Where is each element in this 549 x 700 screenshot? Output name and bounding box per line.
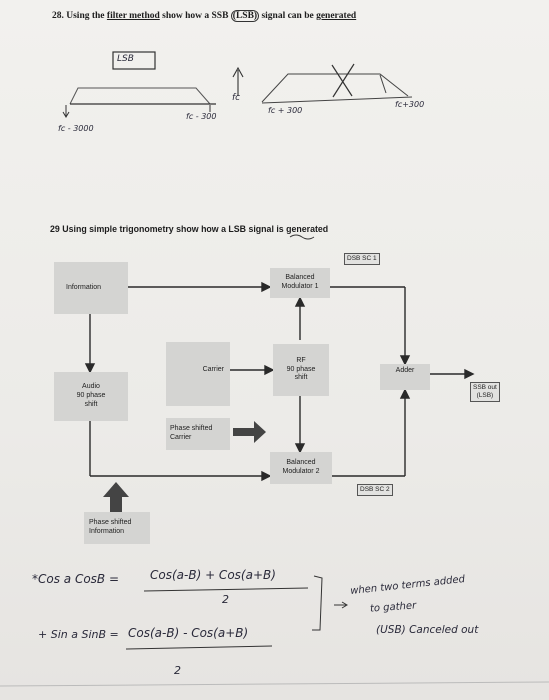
rf-label-1: RF: [296, 356, 306, 364]
balanced-modulator-2: Balanced Modulator 2: [270, 452, 332, 484]
carrier-block: Carrier: [166, 342, 230, 406]
carrier-label: Carrier: [202, 366, 224, 373]
phase-shifted-carrier-block: Phase shifted Carrier: [166, 418, 230, 450]
rf-phase-shift-block: RF 90 phase shift: [273, 344, 329, 396]
psi-label-1: Phase shifted: [89, 519, 132, 527]
q29-number: 29: [50, 224, 60, 234]
bm2-label-1: Balanced: [286, 459, 316, 467]
eq2-lhs: + Sin a SinB =: [38, 628, 119, 641]
ssb-out-tag: SSB out (LSB): [470, 382, 500, 402]
information-label: Information: [66, 283, 102, 291]
bm1-label-1: Balanced: [285, 274, 315, 282]
balanced-modulator-1: Balanced Modulator 1: [270, 268, 330, 298]
eq1-lhs: *Cos a CosB =: [32, 572, 120, 586]
q28-filter-method: filter method: [106, 11, 160, 21]
psc-label-1: Phase shifted: [170, 425, 213, 433]
audio-phase-shift-block: Audio 90 phase shift: [54, 372, 128, 421]
phase-shifted-information-block: Phase shifted Information: [84, 512, 150, 544]
q28-text-2: show how a SSB: [159, 11, 231, 21]
eq2-denominator: 2: [174, 664, 181, 677]
question-28: 28. Using the filter method show how a S…: [52, 10, 357, 22]
q28-text-3: signal can be: [259, 11, 317, 21]
rf-label-3: shift: [294, 374, 308, 382]
audio-label-3: shift: [84, 400, 98, 408]
sketch-fc-plus-300-a: fc + 300: [268, 106, 303, 115]
q28-number: 28.: [52, 11, 64, 21]
sketch-lsb-box-label: LSB: [117, 54, 134, 64]
sketch-fc-plus-300-b: fc+300: [395, 100, 425, 109]
eq1-rhs: Cos(a-B) + Cos(a+B): [150, 568, 276, 582]
question-29: 29 Using simple trigonometry show how a …: [50, 224, 328, 234]
rf-label-2: 90 phase: [286, 365, 316, 373]
information-block: Information: [54, 262, 128, 314]
adder-block: Adder: [380, 364, 430, 390]
bm1-label-2: Modulator 1: [281, 283, 319, 290]
psc-label-2: Carrier: [170, 434, 192, 441]
sketch-fc-minus-3000: fc - 3000: [58, 124, 94, 133]
q28-text-1: Using the: [66, 11, 107, 21]
ssb-out-label-2: (LSB): [476, 391, 494, 399]
q28-lsb: (LSB): [230, 10, 260, 22]
q29-text: Using simple trigonometry show how a LSB…: [62, 224, 329, 234]
dsb-sc-1-tag: DSB SC 1: [344, 253, 380, 265]
eq2-rhs: Cos(a-B) - Cos(a+B): [128, 626, 249, 640]
sketch-fc-minus-300: fc - 300: [186, 112, 217, 121]
ssb-out-label-1: SSB out: [473, 384, 497, 391]
sketch-fc-label: fc: [232, 93, 241, 103]
psi-label-2: Information: [89, 528, 125, 535]
audio-label-1: Audio: [82, 383, 100, 391]
dsb-sc-2-tag: DSB SC 2: [357, 484, 393, 496]
audio-label-2: 90 phase: [76, 392, 106, 400]
bm2-label-2: Modulator 2: [282, 468, 320, 475]
adder-label: Adder: [395, 367, 415, 374]
note-line-3: (USB) Canceled out: [376, 624, 479, 636]
eq1-denominator: 2: [222, 593, 229, 606]
q28-generated: generated: [316, 11, 357, 21]
